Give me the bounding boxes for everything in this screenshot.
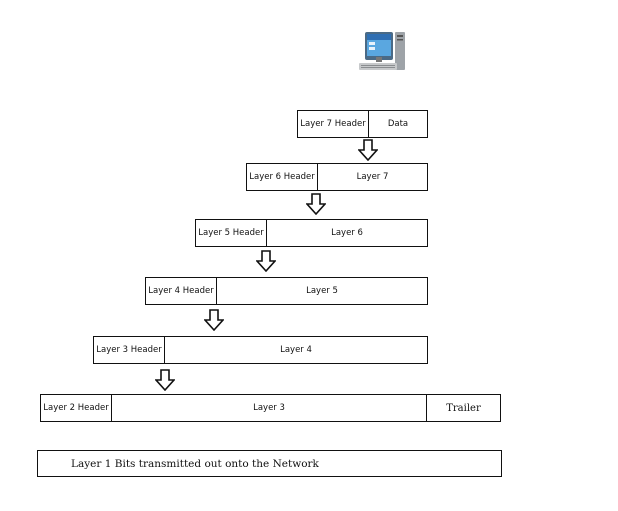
layer-4-payload: Layer 5 xyxy=(306,286,338,296)
layer-6-header: Layer 6 Header xyxy=(247,164,318,190)
layer-5-packet: Layer 5 Header Layer 6 xyxy=(195,219,428,247)
layer-1-bits: Layer 1 Bits transmitted out onto the Ne… xyxy=(37,450,502,477)
layer-4-header: Layer 4 Header xyxy=(146,278,217,304)
layer-2-header: Layer 2 Header xyxy=(41,395,112,421)
layer-2-payload: Layer 3 xyxy=(253,403,285,413)
layer-3-header: Layer 3 Header xyxy=(94,337,165,363)
down-arrow-icon xyxy=(256,250,276,272)
down-arrow-icon xyxy=(204,309,224,331)
computer-icon xyxy=(359,32,405,70)
layer-6-payload: Layer 7 xyxy=(356,172,389,182)
layer-5-payload: Layer 6 xyxy=(331,228,363,238)
layer-6-packet: Layer 6 Header Layer 7 xyxy=(246,163,428,191)
layer-3-payload: Layer 4 xyxy=(280,345,312,355)
layer-7-header: Layer 7 Header xyxy=(298,111,369,137)
layer-3-packet: Layer 3 Header Layer 4 xyxy=(93,336,428,364)
down-arrow-icon xyxy=(358,139,378,161)
layer-4-packet: Layer 4 Header Layer 5 xyxy=(145,277,428,305)
layer-7-payload: Data xyxy=(387,119,409,129)
down-arrow-icon xyxy=(155,369,175,391)
layer-2-frame: Layer 2 Header Layer 3 Trailer xyxy=(40,394,501,422)
layer-2-trailer: Trailer xyxy=(426,395,500,421)
down-arrow-icon xyxy=(306,193,326,215)
layer-5-header: Layer 5 Header xyxy=(196,220,267,246)
layer-7-packet: Layer 7 Header Data xyxy=(297,110,428,138)
